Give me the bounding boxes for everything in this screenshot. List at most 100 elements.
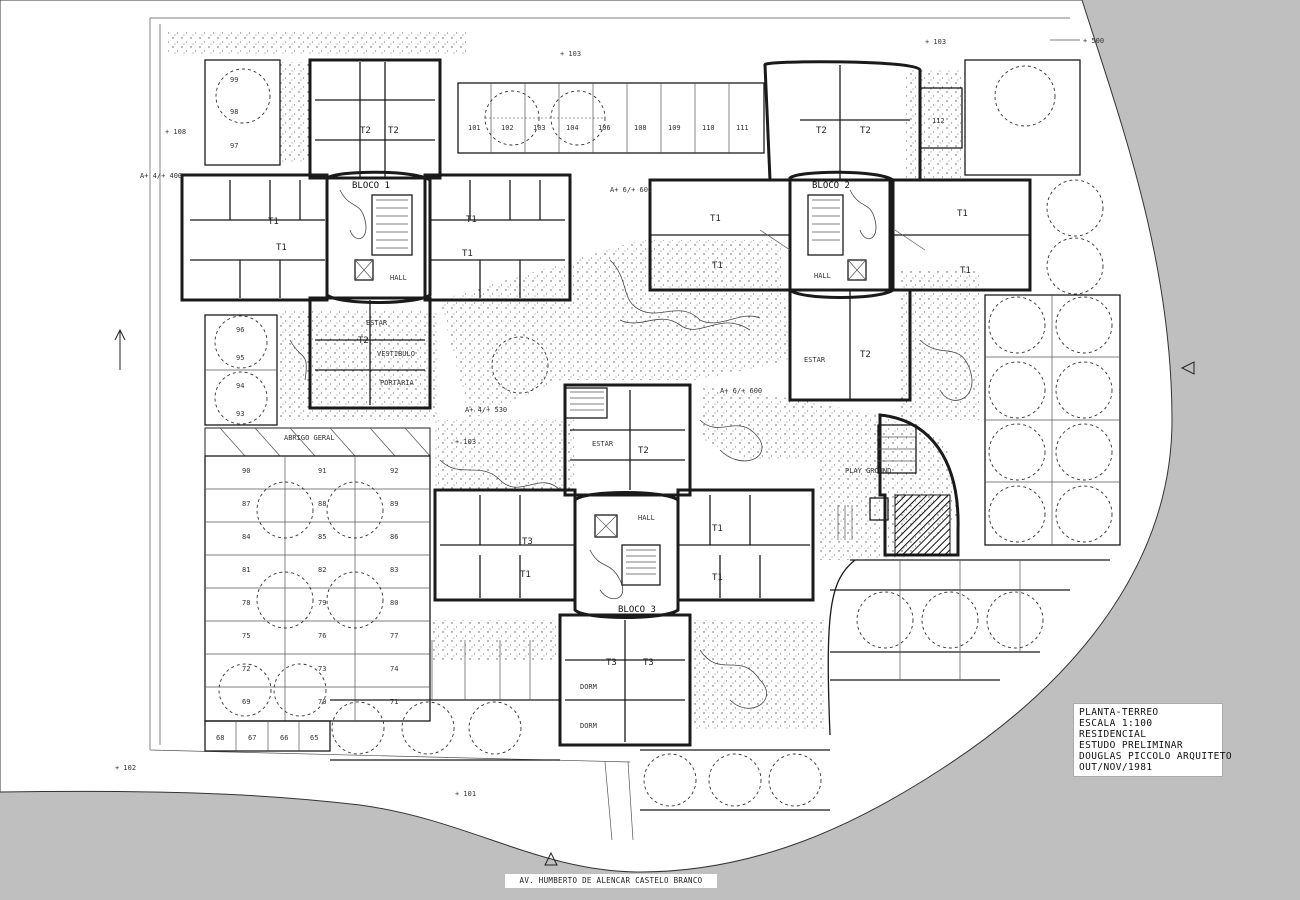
- title-line: ESCALA 1:100: [1079, 718, 1153, 729]
- parking-top-row: [457, 82, 765, 154]
- bloco-1-building: [180, 58, 572, 410]
- room-t2-label: T2: [860, 126, 871, 136]
- parking-number: 97: [230, 142, 238, 150]
- room-t3-label: T3: [522, 537, 533, 547]
- parking-number: 99: [230, 76, 238, 84]
- hall-label: HALL: [390, 274, 407, 282]
- vestibulo-label: VESTIBULO: [377, 350, 415, 358]
- parking-number: 66: [280, 734, 288, 742]
- landscape-areas: [168, 30, 980, 730]
- room-t3-label: T3: [643, 658, 654, 668]
- parking-number: 102: [501, 124, 514, 132]
- parking-number: 67: [248, 734, 256, 742]
- room-t1-label: T1: [712, 261, 723, 271]
- estar-label: ESTAR: [804, 356, 826, 364]
- title-block: PLANTA-TERREO ESCALA 1:100 RESIDENCIAL E…: [1073, 703, 1232, 777]
- estar-label: ESTAR: [592, 440, 614, 448]
- parking-number: 96: [236, 326, 244, 334]
- room-t1-label: T1: [520, 570, 531, 580]
- parking-number: 91: [318, 467, 326, 475]
- parking-number: 109: [668, 124, 681, 132]
- parking-bottom: [330, 640, 830, 811]
- room-t2-label: T2: [860, 350, 871, 360]
- estar-label: ESTAR: [366, 319, 388, 327]
- bloco-1-label: BLOCO 1: [352, 181, 390, 191]
- room-t2-label: T2: [388, 126, 399, 136]
- title-line: OUT/NOV/1981: [1079, 762, 1153, 773]
- portaria-label: PORTARIA: [380, 379, 415, 387]
- garden-circle: [491, 336, 549, 394]
- parking-number: 87: [242, 500, 250, 508]
- level-label: A+ 4/+ 400: [140, 172, 182, 180]
- abrigo-label: ABRIGO GERAL: [284, 434, 335, 442]
- parking-number: 65: [310, 734, 318, 742]
- room-t1-label: T1: [462, 249, 473, 259]
- parking-number: 74: [390, 665, 398, 673]
- parking-right-top: [919, 87, 963, 149]
- room-t1-label: T1: [960, 266, 971, 276]
- section-marker-icon: [544, 851, 558, 866]
- bloco-3-building: [433, 383, 815, 747]
- room-t1-label: T1: [712, 524, 723, 534]
- level-label: + 102: [115, 764, 136, 772]
- parking-number: 73: [318, 665, 326, 673]
- parking-number: 86: [390, 533, 398, 541]
- parking-number: 90: [242, 467, 250, 475]
- parking-number: 71: [390, 698, 398, 706]
- dorm-label: DORM: [580, 683, 597, 691]
- level-label: + 108: [165, 128, 186, 136]
- bloco-2-label: BLOCO 2: [812, 181, 850, 191]
- parking-number: 81: [242, 566, 250, 574]
- section-marker-right-icon: [1180, 361, 1195, 375]
- parking-number: 77: [390, 632, 398, 640]
- parking-number: 94: [236, 382, 244, 390]
- room-t1-label: T1: [712, 573, 723, 583]
- room-t1-label: T1: [466, 215, 477, 225]
- parking-number: 70: [318, 698, 326, 706]
- parking-number: 111: [736, 124, 749, 132]
- parking-number: 80: [390, 599, 398, 607]
- parking-number: 89: [390, 500, 398, 508]
- parking-number: 104: [566, 124, 579, 132]
- parking-number: 112: [932, 117, 945, 125]
- parking-number: 68: [216, 734, 224, 742]
- parking-number: 88: [318, 500, 326, 508]
- room-t2-label: T2: [816, 126, 827, 136]
- entrance-road: [604, 761, 634, 841]
- parking-number: 95: [236, 354, 244, 362]
- parking-central-grid: [204, 455, 431, 752]
- parking-number: 83: [390, 566, 398, 574]
- parking-number: 98: [230, 108, 238, 116]
- playground-label: PLAY GROUND: [845, 467, 891, 475]
- parking-number: 101: [468, 124, 481, 132]
- level-label: A+ 4/+ 530: [465, 406, 507, 414]
- room-t2-label: T2: [638, 446, 649, 456]
- street-label: AV. HUMBERTO DE ALENCAR CASTELO BRANCO: [505, 874, 717, 888]
- parking-number: 110: [702, 124, 715, 132]
- title-line: RESIDENCIAL: [1079, 729, 1147, 740]
- right-tree-grid: [964, 59, 1121, 546]
- level-label: + 101: [455, 790, 476, 798]
- parking-number: 85: [318, 533, 326, 541]
- title-line: DOUGLAS PICCOLO ARQUITETO: [1079, 751, 1232, 762]
- parking-number: 79: [318, 599, 326, 607]
- vegetation-sketches: [289, 189, 973, 709]
- hall-label: HALL: [814, 272, 831, 280]
- parking-number: 84: [242, 533, 250, 541]
- parking-lower-right: [827, 559, 1110, 736]
- title-line: ESTUDO PRELIMINAR: [1079, 740, 1184, 751]
- bloco-2-building: [648, 60, 1032, 402]
- parking-number: 75: [242, 632, 250, 640]
- parking-number: 92: [390, 467, 398, 475]
- room-t1-label: T1: [276, 243, 287, 253]
- title-line: PLANTA-TERREO: [1079, 707, 1159, 718]
- level-label: A+ 6/+ 600: [720, 387, 762, 395]
- parking-number: 82: [318, 566, 326, 574]
- room-t1-label: T1: [268, 217, 279, 227]
- bloco-3-label: BLOCO 3: [618, 605, 656, 615]
- abrigo-hatching: [219, 427, 431, 457]
- parking-left-column: [204, 59, 281, 426]
- level-label: + 103: [560, 50, 581, 58]
- level-label: + 500: [1083, 37, 1104, 45]
